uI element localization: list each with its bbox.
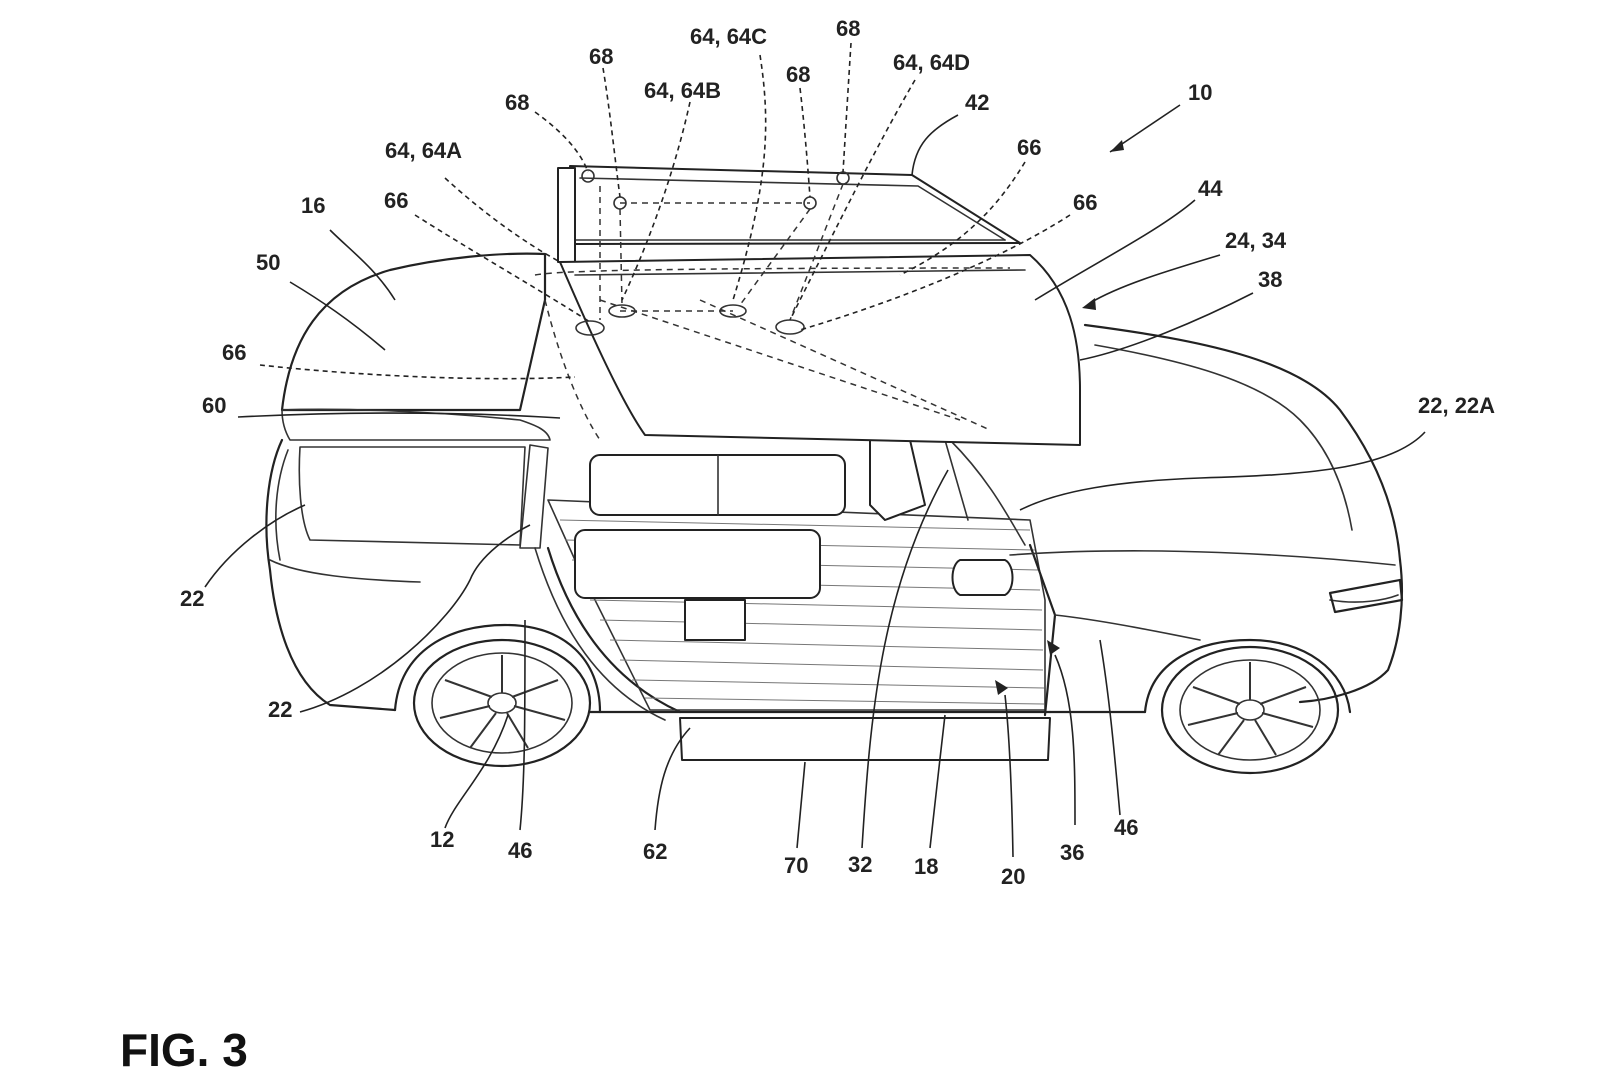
label-66-c: 66 — [1073, 190, 1097, 215]
label-24-34: 24, 34 — [1225, 228, 1287, 253]
label-70: 70 — [784, 853, 808, 878]
label-20: 20 — [1001, 864, 1025, 889]
label-22-rear: 22 — [180, 586, 204, 611]
roof-door-assembly — [534, 165, 1081, 446]
label-64-64d: 64, 64D — [893, 50, 970, 75]
label-60: 60 — [202, 393, 226, 418]
vehicle-body — [265, 252, 1404, 761]
label-64-64a: 64, 64A — [385, 138, 462, 163]
label-44: 44 — [1198, 176, 1223, 201]
label-22-lower: 22 — [268, 697, 292, 722]
label-16: 16 — [301, 193, 325, 218]
label-68-c: 68 — [786, 62, 810, 87]
label-38: 38 — [1258, 267, 1282, 292]
reference-labels: 10 64, 64C 68 68 64, 64D 68 64, 64B 68 4… — [180, 16, 1495, 889]
label-68-d: 68 — [505, 90, 529, 115]
label-36: 36 — [1060, 840, 1084, 865]
label-50: 50 — [256, 250, 280, 275]
label-62: 62 — [643, 839, 667, 864]
label-64-64b: 64, 64B — [644, 78, 721, 103]
label-12: 12 — [430, 827, 454, 852]
label-68-a: 68 — [836, 16, 860, 41]
label-18: 18 — [914, 854, 938, 879]
rear-wheel — [412, 638, 592, 768]
front-wheel — [1160, 645, 1340, 775]
label-22-22a: 22, 22A — [1418, 393, 1495, 418]
label-42: 42 — [965, 90, 989, 115]
label-10: 10 — [1188, 80, 1212, 105]
label-66-a: 66 — [1017, 135, 1041, 160]
label-68-b: 68 — [589, 44, 613, 69]
label-46-right: 46 — [1114, 815, 1138, 840]
label-66-d: 66 — [222, 340, 246, 365]
label-32: 32 — [848, 852, 872, 877]
label-66-b: 66 — [384, 188, 408, 213]
label-46-left: 46 — [508, 838, 532, 863]
figure-title: FIG. 3 — [120, 1024, 248, 1076]
leader-lines — [204, 42, 1426, 858]
label-64-64c: 64, 64C — [690, 24, 767, 49]
